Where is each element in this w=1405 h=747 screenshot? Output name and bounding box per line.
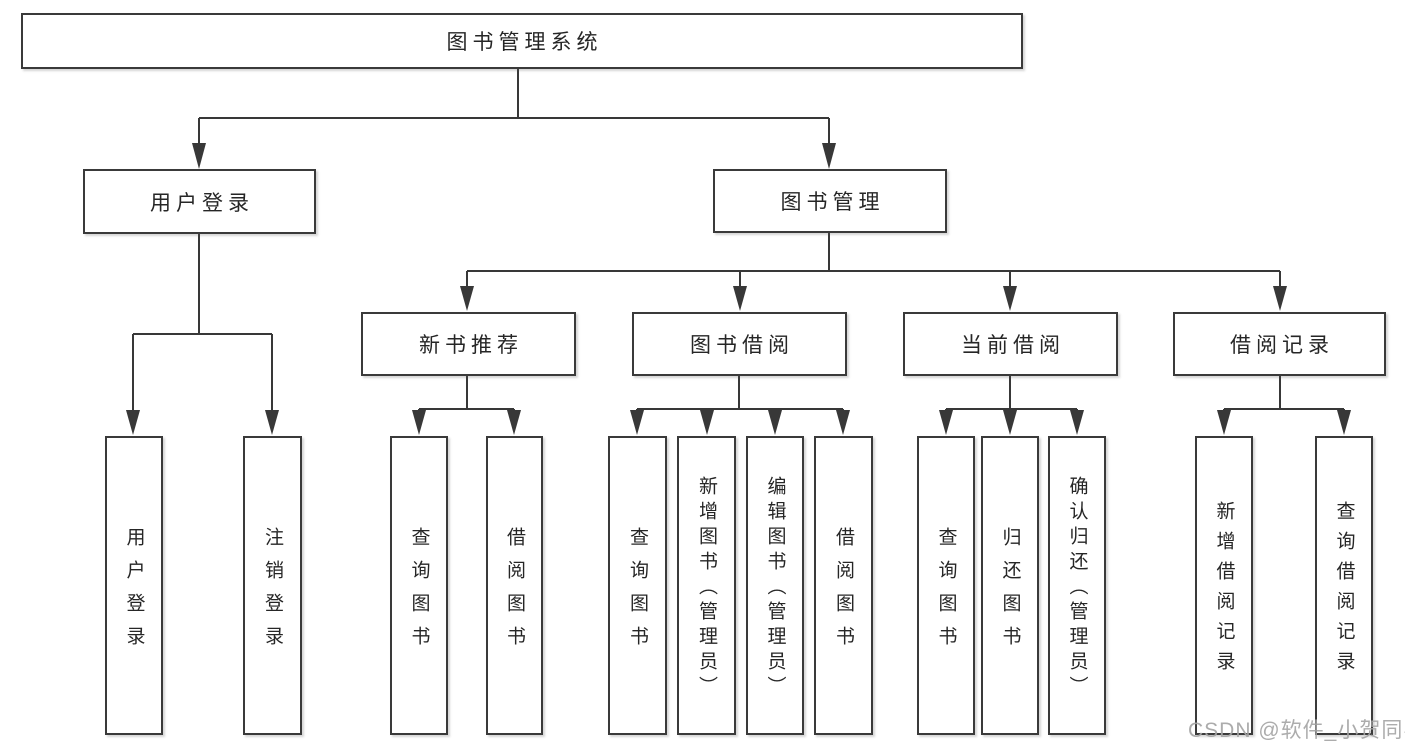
arrow-down-icon: [822, 143, 836, 169]
arrow-down-icon: [1003, 286, 1017, 311]
arrow-down-icon: [126, 410, 140, 435]
connector-borrowrecords-to-leaves: [1223, 376, 1345, 414]
node-new-book-recommend: 新书推荐: [361, 312, 576, 376]
node-book-management: 图书管理: [713, 169, 947, 233]
arrow-down-icon: [460, 286, 474, 311]
arrow-down-icon: [412, 410, 426, 435]
leaf-add-book-admin: 新增图书（管理员）: [677, 436, 736, 735]
connector-bookborrow-to-leaves: [636, 376, 844, 414]
arrow-down-icon: [939, 410, 953, 435]
arrow-down-icon: [630, 410, 644, 435]
node-user-login: 用户登录: [83, 169, 316, 234]
leaf-query-books-recommend: 查询图书: [390, 436, 448, 735]
node-borrow-records: 借阅记录: [1173, 312, 1386, 376]
leaf-query-borrow-record: 查询借阅记录: [1315, 436, 1373, 735]
arrow-down-icon: [733, 286, 747, 311]
leaf-user-login: 用户登录: [105, 436, 163, 735]
connector-bookmgmt-to-level3: [466, 233, 1281, 289]
node-current-borrow: 当前借阅: [903, 312, 1118, 376]
leaf-query-books-borrow: 查询图书: [608, 436, 667, 735]
csdn-watermark: CSDN @软件_小贺同学: [1188, 719, 1405, 742]
leaf-query-books-current: 查询图书: [917, 436, 975, 735]
leaf-confirm-return-admin: 确认归还（管理员）: [1048, 436, 1106, 735]
leaf-borrow-books: 借阅图书: [814, 436, 873, 735]
arrow-down-icon: [1273, 286, 1287, 311]
arrow-down-icon: [1337, 410, 1351, 435]
arrow-down-icon: [1070, 410, 1084, 435]
node-book-borrow: 图书借阅: [632, 312, 847, 376]
arrow-down-icon: [700, 410, 714, 435]
leaf-return-book: 归还图书: [981, 436, 1039, 735]
node-root-library-system: 图书管理系统: [21, 13, 1023, 69]
leaf-edit-book-admin: 编辑图书（管理员）: [746, 436, 804, 735]
leaf-add-borrow-record: 新增借阅记录: [1195, 436, 1253, 735]
connector-root-to-level2: [198, 69, 830, 146]
arrow-down-icon: [1003, 410, 1017, 435]
arrow-down-icon: [265, 410, 279, 435]
leaf-borrow-books-recommend: 借阅图书: [486, 436, 543, 735]
arrow-down-icon: [192, 143, 206, 169]
leaf-logout: 注销登录: [243, 436, 302, 735]
connector-newbook-to-leaves: [418, 376, 515, 414]
arrow-down-icon: [768, 410, 782, 435]
arrow-down-icon: [836, 410, 850, 435]
arrow-down-icon: [1217, 410, 1231, 435]
arrow-down-icon: [507, 410, 521, 435]
connector-currentborrow-to-leaves: [945, 376, 1078, 414]
connector-userlogin-to-leaves: [132, 234, 273, 412]
